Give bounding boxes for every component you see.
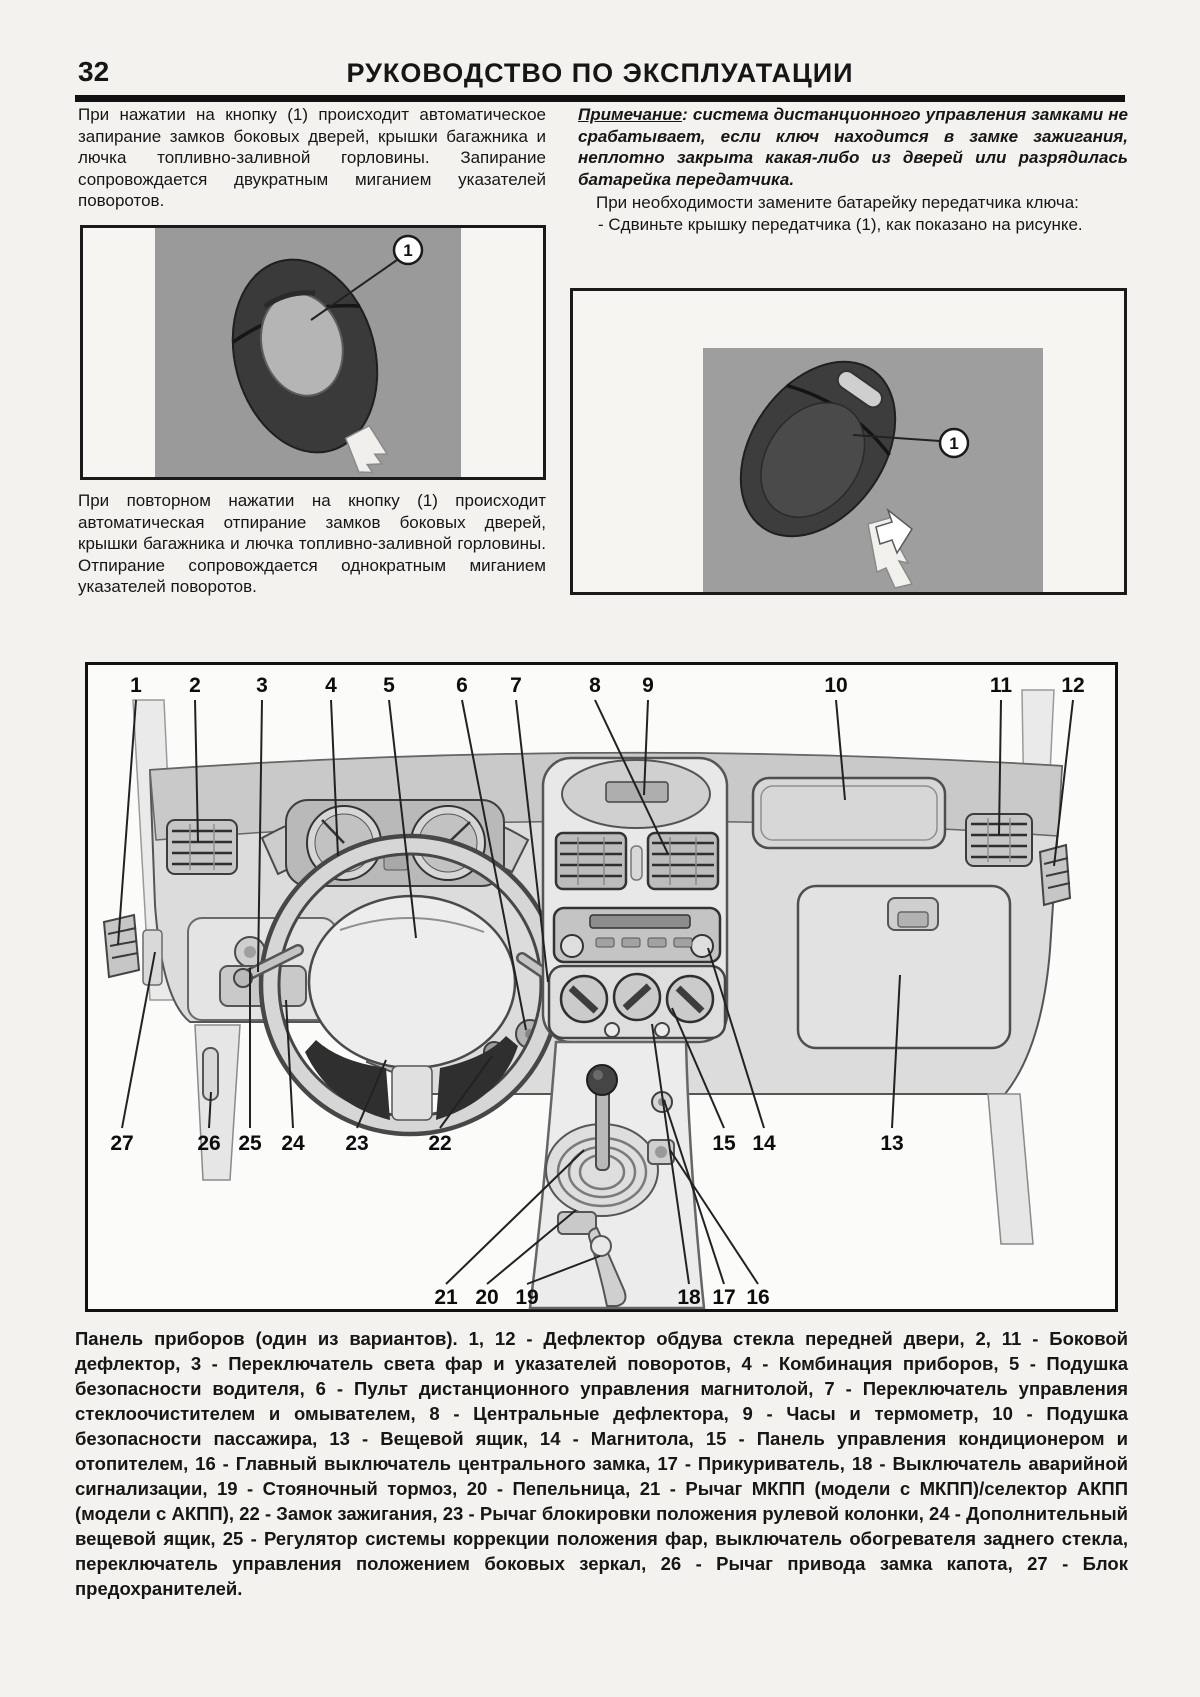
header-rule — [75, 95, 1125, 102]
left-side-vent — [166, 819, 238, 875]
diagram-callout-27: 27 — [110, 1132, 133, 1155]
diagram-callout-3: 3 — [256, 674, 268, 697]
diagram-callout-9: 9 — [642, 674, 654, 697]
leader-line-8 — [594, 699, 669, 855]
diagram-callout-13: 13 — [880, 1132, 903, 1155]
diagram-callout-21: 21 — [434, 1286, 458, 1309]
leader-line-2 — [194, 699, 199, 843]
leader-line-24 — [285, 999, 294, 1129]
left-door-window-vent — [102, 913, 141, 979]
leader-line-1 — [117, 699, 137, 946]
leader-line-26 — [208, 1091, 212, 1129]
leader-line-3 — [257, 699, 263, 973]
leader-line-12 — [1053, 699, 1074, 867]
key-fob-body — [231, 258, 389, 474]
callout-circle — [938, 427, 970, 459]
diagram-callout-1: 1 — [130, 674, 142, 697]
diagram-callout-23: 23 — [345, 1132, 368, 1155]
diagram-callout-2: 2 — [189, 674, 201, 697]
left-support-strut — [194, 1024, 241, 1181]
leader-line-4 — [330, 699, 339, 857]
slide-direction-arrow — [875, 507, 913, 555]
callout-leader-lines — [117, 699, 1074, 1285]
note-label: Примечание — [578, 105, 683, 124]
clock-and-thermometer — [561, 759, 711, 829]
callout-leader-line — [852, 434, 941, 442]
left-paragraph-2: При повторном нажатии на кнопку (1) прои… — [78, 491, 546, 597]
diagram-callout-16: 16 — [746, 1286, 769, 1309]
diagram-callout-17: 17 — [712, 1286, 735, 1309]
key-fob-photo-2: 1 — [703, 348, 1043, 592]
parking-brake-lever — [587, 1226, 627, 1307]
diagram-callout-5: 5 — [383, 674, 395, 697]
leader-line-23 — [356, 1059, 387, 1129]
key-ring-slot — [836, 370, 883, 409]
page-title: РУКОВОДСТВО ПО ЭКСПЛУАТАЦИИ — [346, 58, 854, 88]
figure1-callout-label: 1 — [403, 241, 412, 260]
leader-line-16 — [669, 1149, 759, 1285]
key-blade — [344, 424, 389, 474]
callout-leader-line — [310, 259, 398, 321]
right-bullet-item: - Сдвиньте крышку передатчика (1), как п… — [598, 214, 1083, 234]
leader-line-14 — [707, 947, 765, 1129]
dashboard-illustration: 1234567891011122726252423221514132120191… — [102, 674, 1085, 1310]
diagram-callout-26: 26 — [197, 1132, 220, 1155]
leader-line-15 — [671, 1007, 725, 1129]
gear-lever — [545, 1064, 659, 1217]
left-paragraph-1: При нажатии на кнопку (1) происходит авт… — [78, 105, 546, 211]
callout-circle — [392, 234, 424, 266]
fuse-box-cover — [142, 929, 163, 986]
diagram-callout-24: 24 — [281, 1132, 305, 1155]
diagram-callout-4: 4 — [325, 674, 337, 697]
diagram-callout-18: 18 — [677, 1286, 701, 1309]
right-door-window-vent — [1038, 843, 1072, 907]
right-column: Примечание: система дистанционного управ… — [578, 104, 1128, 236]
leader-line-22 — [439, 1055, 493, 1129]
figure2-callout-label: 1 — [949, 434, 958, 453]
glovebox — [796, 884, 1012, 1050]
diagram-callout-19: 19 — [515, 1286, 538, 1309]
diagram-callout-25: 25 — [238, 1132, 262, 1155]
driver-airbag-pad — [307, 894, 517, 1070]
diagram-callout-8: 8 — [589, 674, 601, 697]
passenger-airbag-panel — [751, 776, 947, 850]
climate-control-panel — [547, 964, 727, 1040]
note-text: : система дистанционного управления замк… — [578, 105, 1128, 189]
page-number: 32 — [78, 56, 110, 87]
leader-line-9 — [643, 699, 649, 796]
leader-line-20 — [486, 1209, 577, 1285]
diagram-callout-12: 12 — [1061, 674, 1084, 697]
leader-line-19 — [526, 1255, 601, 1285]
figure-key-fob-2: 1 — [570, 288, 1127, 595]
leader-line-18 — [651, 1023, 690, 1285]
key-fob-cover — [760, 401, 866, 518]
diagram-callout-15: 15 — [712, 1132, 736, 1155]
diagram-callout-11: 11 — [990, 674, 1013, 697]
diagram-caption: Панель приборов (один из вариантов). 1, … — [75, 1328, 1128, 1599]
figure-key-fob-1: 1 — [80, 225, 546, 480]
diagram-callout-22: 22 — [428, 1132, 451, 1155]
leader-line-17 — [663, 1099, 725, 1285]
right-paragraph: При необходимости замените батарейку пер… — [596, 193, 1079, 213]
leader-line-10 — [835, 699, 846, 801]
diagram-callout-20: 20 — [475, 1286, 498, 1309]
right-support-strut — [987, 1093, 1034, 1245]
leader-line-7 — [515, 699, 549, 983]
radio-head-unit — [552, 906, 722, 964]
leader-line-13 — [891, 974, 901, 1129]
key-fob-photo-1: 1 — [155, 228, 461, 477]
note-paragraph: Примечание: система дистанционного управ… — [578, 104, 1128, 190]
diagram-callout-10: 10 — [824, 674, 847, 697]
diagram-callout-14: 14 — [752, 1132, 776, 1155]
diagram-callout-7: 7 — [510, 674, 522, 697]
key-fob-body — [739, 360, 897, 538]
leader-line-11 — [998, 699, 1002, 836]
leader-line-27 — [121, 951, 156, 1129]
diagram-callout-6: 6 — [456, 674, 468, 697]
leader-line-21 — [445, 1149, 585, 1285]
leader-line-5 — [388, 699, 417, 939]
leader-line-6 — [461, 699, 527, 1031]
